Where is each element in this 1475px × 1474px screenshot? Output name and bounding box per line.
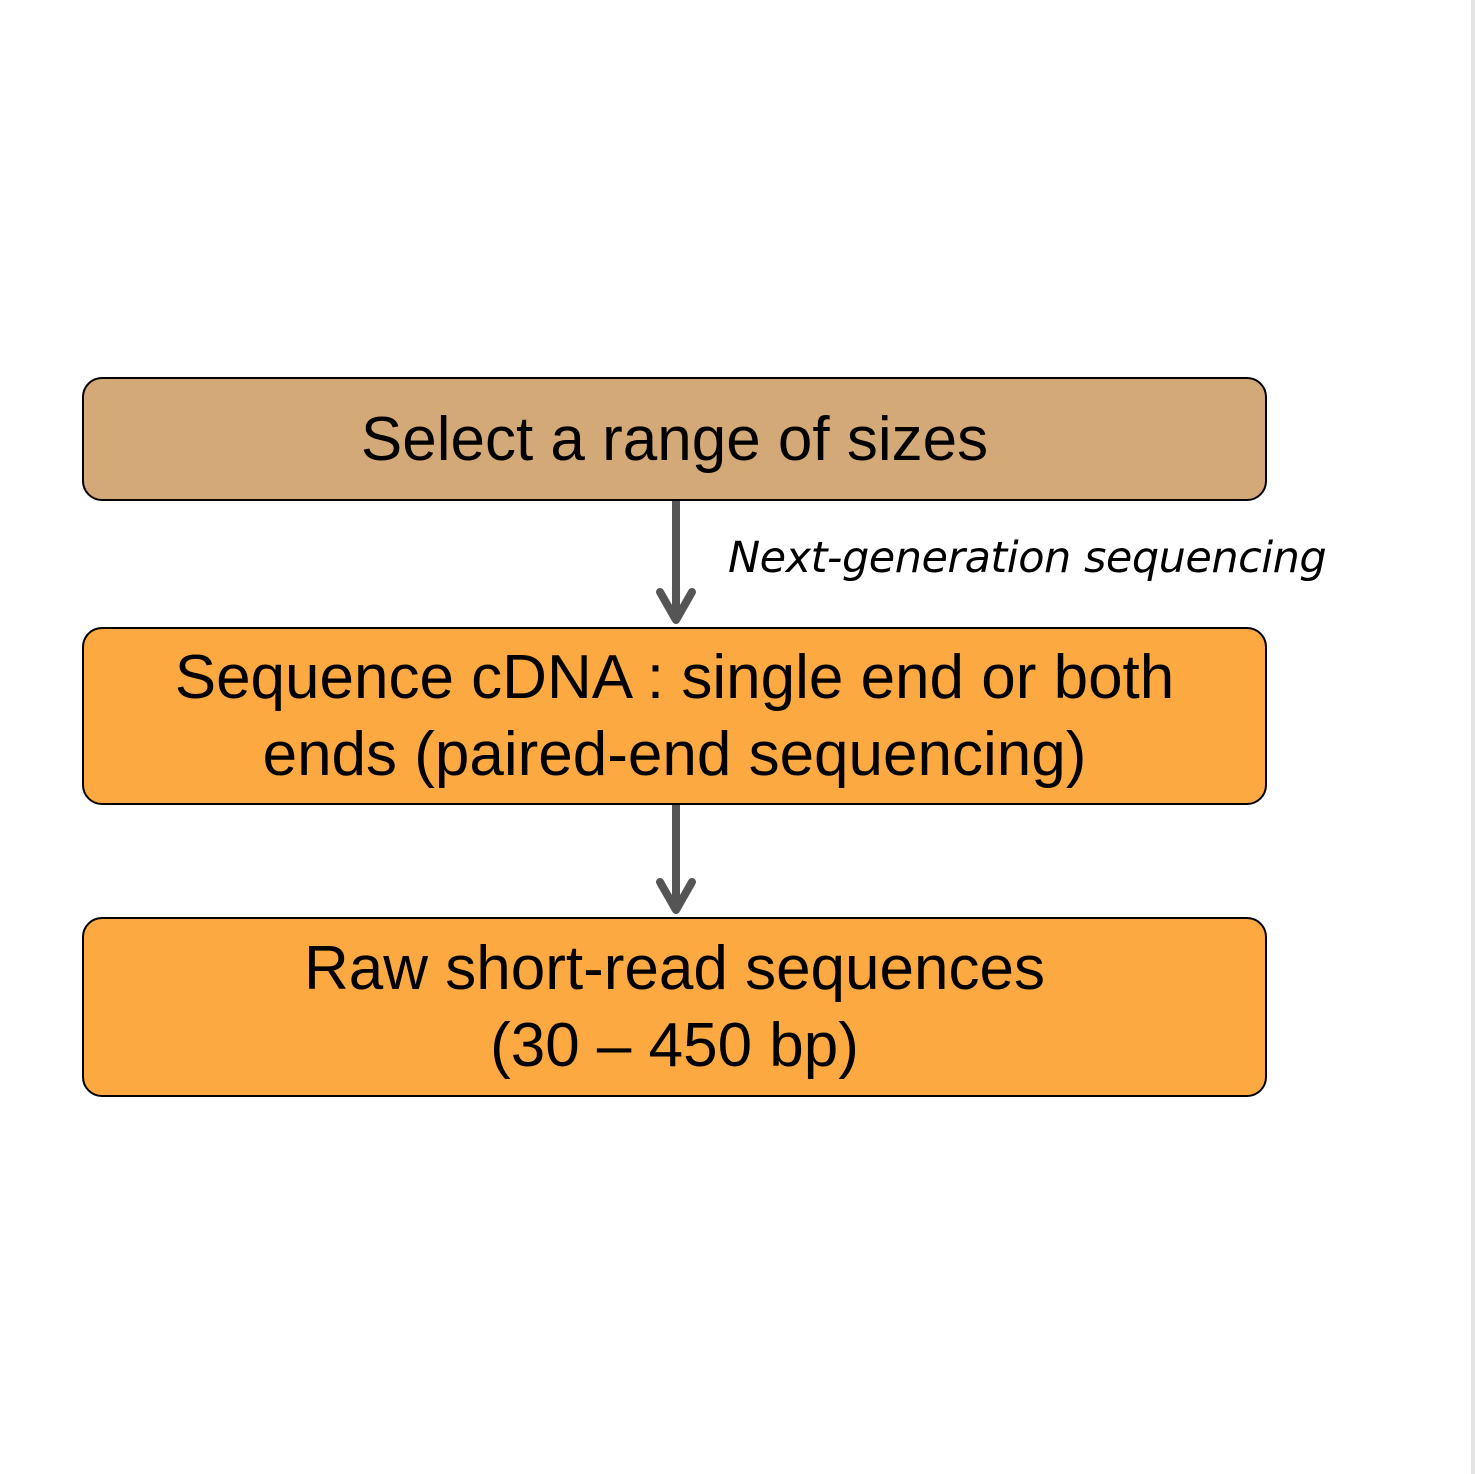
step-box-sequence-cdna: Sequence cDNA : single end or both ends … — [82, 627, 1267, 805]
step-box-raw-reads: Raw short-read sequences (30 – 450 bp) — [82, 917, 1267, 1097]
page-edge-strip — [1471, 0, 1475, 1474]
arrow-sequence-to-raw — [656, 805, 696, 914]
edge-label-ngs: Next-generation sequencing — [728, 533, 1327, 583]
step-label-sequence-cdna: Sequence cDNA : single end or both ends … — [174, 643, 1175, 789]
step-box-select-sizes: Select a range of sizes — [82, 377, 1267, 501]
step-label-raw-reads: Raw short-read sequences (30 – 450 bp) — [304, 934, 1045, 1080]
arrow-select-to-sequence — [656, 501, 696, 624]
step-label-select-sizes: Select a range of sizes — [360, 404, 989, 474]
